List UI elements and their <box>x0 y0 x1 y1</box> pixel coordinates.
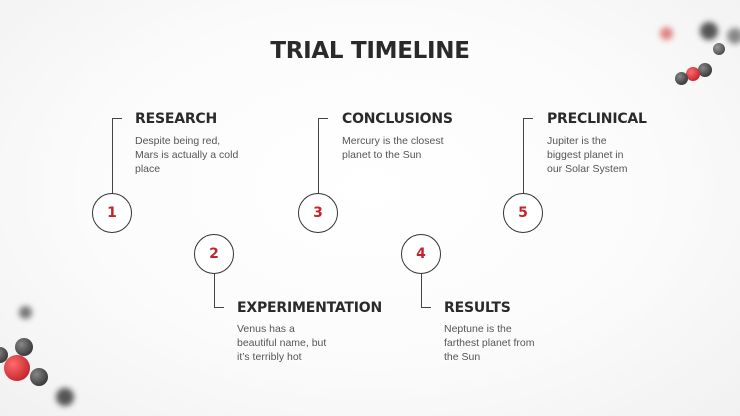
connector-line <box>112 118 114 194</box>
step-number-badge: 4 <box>401 234 441 274</box>
atom-icon <box>675 72 688 85</box>
blurred-atom-icon <box>660 27 673 40</box>
connector-line <box>421 274 423 308</box>
step-heading: RESULTS <box>444 300 511 316</box>
connector-line <box>523 118 533 120</box>
step-number-badge: 2 <box>194 234 234 274</box>
step-number-badge: 1 <box>92 193 132 233</box>
step-number-badge: 5 <box>503 193 543 233</box>
connector-line <box>214 307 224 309</box>
step-heading: RESEARCH <box>135 111 217 127</box>
step-heading: PRECLINICAL <box>547 111 647 127</box>
blurred-atom-icon <box>56 388 74 406</box>
step-description: Venus has a beautiful name, but it’s ter… <box>237 323 327 363</box>
connector-line <box>421 307 431 309</box>
atom-icon <box>713 43 725 55</box>
connector-line <box>523 118 525 194</box>
step-description: Mercury is the closest planet to the Sun <box>342 135 444 161</box>
blurred-atom-icon <box>727 28 740 44</box>
connector-line <box>318 118 320 194</box>
atom-icon <box>15 338 33 356</box>
atom-icon <box>698 63 712 77</box>
atom-icon <box>30 368 48 386</box>
blurred-atom-icon <box>700 22 718 40</box>
blurred-atom-icon <box>19 306 32 319</box>
step-heading: EXPERIMENTATION <box>237 300 382 316</box>
step-description: Jupiter is the biggest planet in our Sol… <box>547 135 628 175</box>
connector-line <box>112 118 122 120</box>
step-description: Neptune is the farthest planet from the … <box>444 323 535 363</box>
step-description: Despite being red, Mars is actually a co… <box>135 135 239 175</box>
atom-icon <box>0 347 8 363</box>
step-number-badge: 3 <box>298 193 338 233</box>
step-heading: CONCLUSIONS <box>342 111 453 127</box>
slide-title: TRIAL TIMELINE <box>270 38 470 64</box>
connector-line <box>214 274 216 308</box>
atom-icon <box>686 67 700 81</box>
connector-line <box>318 118 328 120</box>
atom-icon <box>4 355 30 381</box>
